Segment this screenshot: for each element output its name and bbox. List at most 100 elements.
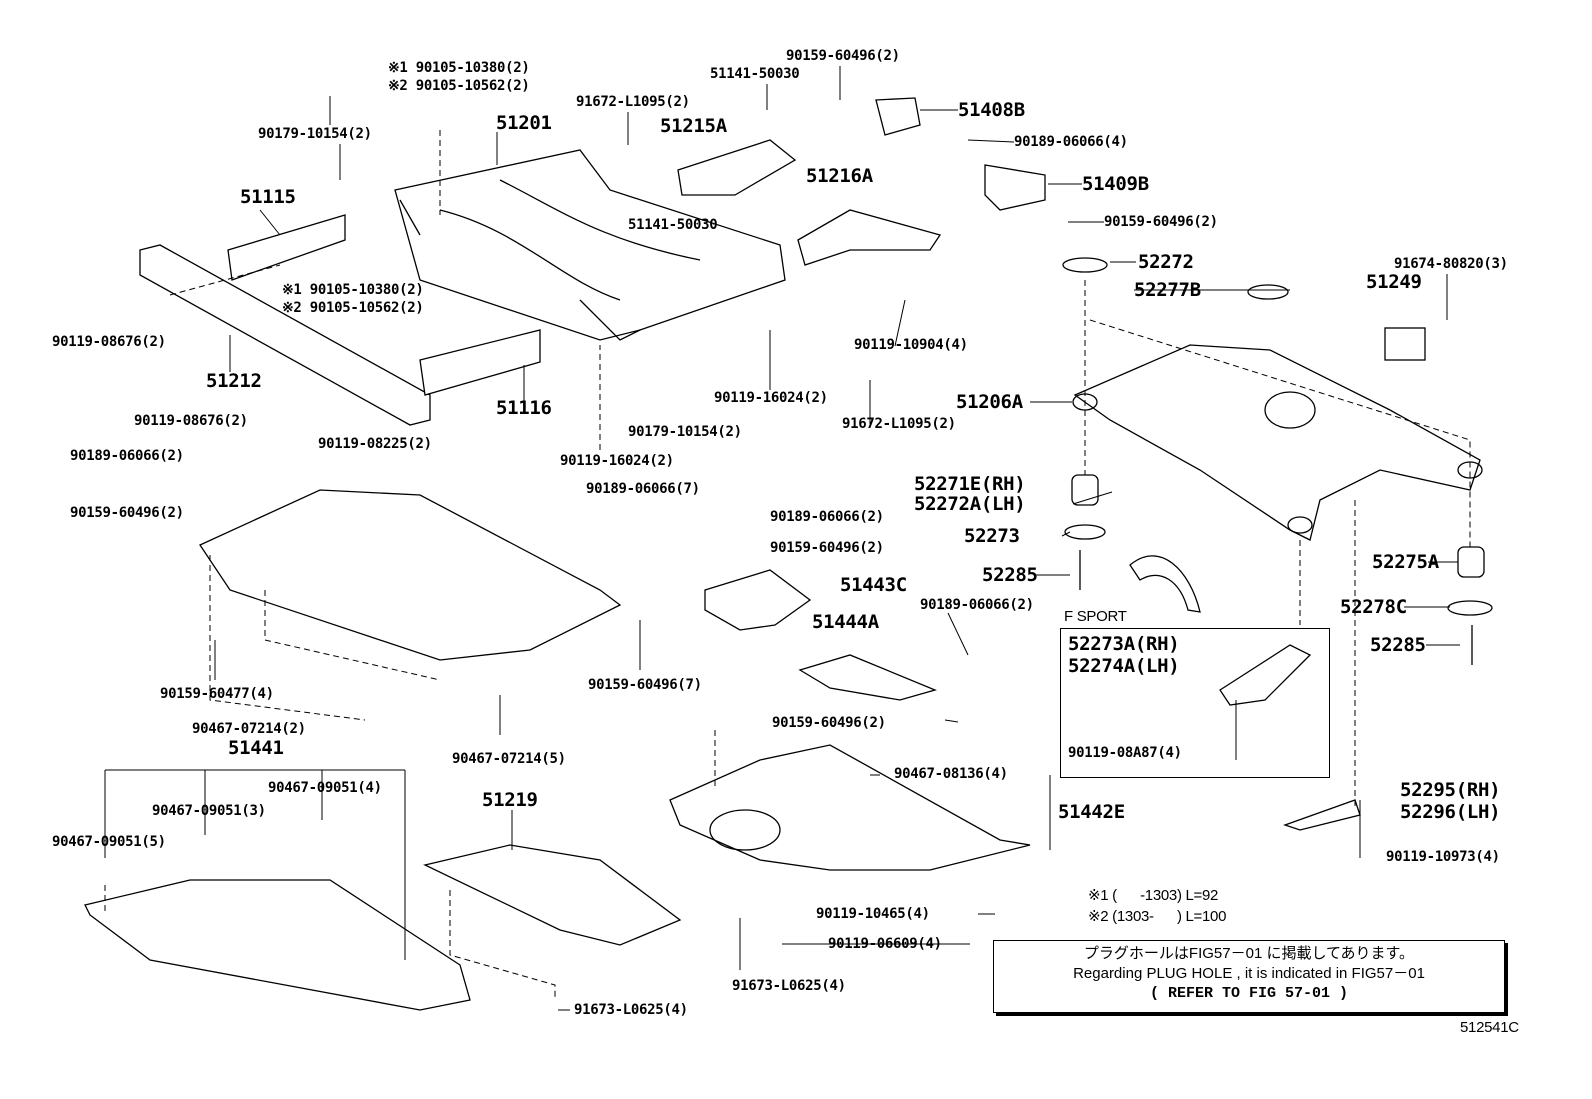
bumper-reinforcement-51212 — [139, 244, 431, 426]
brace-51116 — [419, 329, 541, 396]
bracket-51409B — [984, 164, 1046, 211]
part-number-label: 90159-60496(2) — [70, 505, 184, 521]
part-number-label: 90179-10154(2) — [258, 126, 372, 142]
part-number-label: 51141-50030 — [628, 217, 718, 233]
part-number-label: 91673-L0625(4) — [732, 978, 846, 994]
undercover-51443C — [704, 569, 812, 631]
part-number-label: 52274A(LH) — [1068, 655, 1180, 677]
part-number-label: 52296(LH) — [1400, 801, 1501, 823]
notice-ja: プラグホールはFIG57－01 に掲載してあります。 — [1083, 945, 1415, 962]
part-number-label: 90159-60496(2) — [772, 715, 886, 731]
part-number-label: ※1 90105-10380(2) — [282, 282, 424, 298]
part-number-label: 91672-L1095(2) — [576, 94, 690, 110]
part-number-label: 52277B — [1134, 279, 1201, 301]
bushings — [1062, 257, 1493, 665]
notice-ref: ( REFER TO FIG 57-01 ) — [1149, 985, 1349, 1002]
part-number-label: 90119-16024(2) — [714, 390, 828, 406]
part-number-label: 51115 — [240, 186, 296, 208]
part-number-label: 90119-10973(4) — [1386, 849, 1500, 865]
bracket-51408B — [875, 97, 921, 136]
part-number-label: 52272A(LH) — [914, 493, 1026, 515]
part-number-label: 90189-06066(4) — [1014, 134, 1128, 150]
part-number-label: 90119-10904(4) — [854, 337, 968, 353]
part-number-label: ※2 (1303- ) L=100 — [1088, 908, 1227, 925]
part-number-label: 90159-60496(7) — [588, 677, 702, 693]
undercover-front — [199, 489, 622, 661]
module-51249 — [1384, 327, 1426, 361]
bracket-51215A — [677, 139, 797, 196]
part-number-label: 51443C — [840, 574, 907, 596]
part-number-label: 90189-06066(2) — [70, 448, 184, 464]
part-number-label: 51409B — [1082, 173, 1149, 195]
part-number-label: 90159-60496(2) — [1104, 214, 1218, 230]
part-number-label: 51408B — [958, 99, 1025, 121]
part-number-label: 51215A — [660, 115, 727, 137]
front-suspension-crossmember — [394, 149, 786, 341]
part-number-label: 51441 — [228, 737, 284, 759]
part-number-label: 90119-08676(2) — [52, 334, 166, 350]
part-number-label: 90159-60496(2) — [770, 540, 884, 556]
part-number-label: 52278C — [1340, 596, 1407, 618]
leader-lines — [104, 66, 1460, 1011]
part-number-label: 51444A — [812, 611, 879, 633]
part-number-label: 90119-08225(2) — [318, 436, 432, 452]
phantom-lines — [104, 130, 1471, 1000]
plate-52295 — [1283, 799, 1361, 831]
part-number-label: 90467-09051(5) — [52, 834, 166, 850]
part-number-label: 52273A(RH) — [1068, 633, 1180, 655]
part-number-label: 51219 — [482, 789, 538, 811]
part-number-label: 512541C — [1460, 1019, 1519, 1036]
part-number-label: 52271E(RH) — [914, 473, 1026, 495]
brace-51115 — [227, 214, 346, 281]
part-number-label: 91673-L0625(4) — [574, 1002, 688, 1018]
part-number-label: ※1 90105-10380(2) — [388, 60, 530, 76]
part-number-label: ※1 ( -1303) L=92 — [1088, 887, 1219, 904]
part-number-label: 90189-06066(2) — [920, 597, 1034, 613]
arm-52273A — [1219, 644, 1312, 706]
part-number-label: 90467-09051(4) — [268, 780, 382, 796]
part-number-label: 51201 — [496, 112, 552, 134]
part-number-label: 51116 — [496, 397, 552, 419]
part-number-label: 90189-06066(2) — [770, 509, 884, 525]
part-number-label: 52295(RH) — [1400, 779, 1501, 801]
part-number-label: 90467-09051(3) — [152, 803, 266, 819]
part-number-label: 52273 — [964, 525, 1020, 547]
undercover-51441 — [84, 879, 471, 1011]
part-number-label: 51212 — [206, 370, 262, 392]
undercover-51442E — [669, 744, 1031, 871]
part-number-label: 90119-08A87(4) — [1068, 745, 1182, 761]
f-sport-box — [1060, 628, 1330, 778]
part-number-label: 90179-10154(2) — [628, 424, 742, 440]
part-number-label: ※2 90105-10562(2) — [388, 78, 530, 94]
part-number-label: 51216A — [806, 165, 873, 187]
part-number-label: F SPORT — [1064, 608, 1127, 625]
part-number-label: ※2 90105-10562(2) — [282, 300, 424, 316]
part-number-label: 52272 — [1138, 251, 1194, 273]
plug-hole-notice: プラグホールはFIG57－01 に掲載してあります。 Regarding PLU… — [993, 940, 1505, 1013]
part-number-label: 90159-60496(2) — [786, 48, 900, 64]
part-number-label: 90119-10465(4) — [816, 906, 930, 922]
part-number-label: 52275A — [1372, 551, 1439, 573]
part-number-label: 51206A — [956, 391, 1023, 413]
part-number-label: 52285 — [1370, 634, 1426, 656]
part-number-label: 51141-50030 — [710, 66, 800, 82]
part-number-label: 91672-L1095(2) — [842, 416, 956, 432]
bracket-51216A — [797, 209, 942, 266]
part-number-label: 90467-07214(5) — [452, 751, 566, 767]
rear-suspension-crossmember — [1072, 344, 1483, 541]
part-number-label: 90467-07214(2) — [192, 721, 306, 737]
arrow — [1129, 555, 1201, 613]
undercover-51444A — [798, 654, 937, 701]
part-number-label: 90159-60477(4) — [160, 686, 274, 702]
part-number-label: 51249 — [1366, 271, 1422, 293]
part-number-label: 91674-80820(3) — [1394, 256, 1508, 272]
part-number-label: 90189-06066(7) — [586, 481, 700, 497]
part-number-label: 52285 — [982, 564, 1038, 586]
part-number-label: 90119-08676(2) — [134, 413, 248, 429]
undercover-51219 — [423, 844, 682, 946]
part-number-label: 90119-06609(4) — [828, 936, 942, 952]
notice-en: Regarding PLUG HOLE , it is indicated in… — [1073, 965, 1425, 982]
part-number-label: 90119-16024(2) — [560, 453, 674, 469]
